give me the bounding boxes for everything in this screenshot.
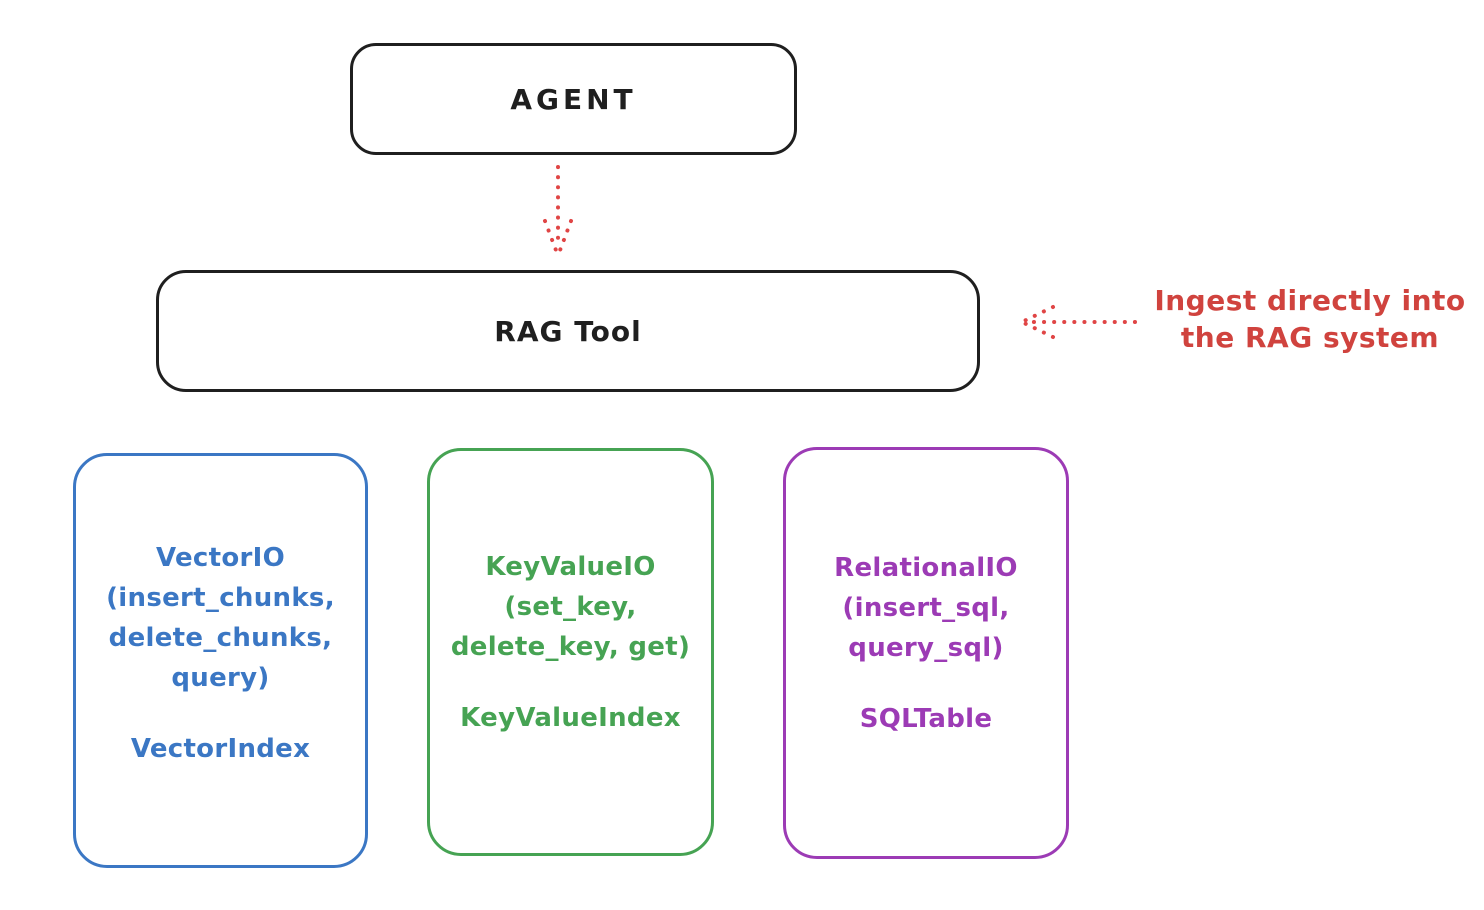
sql-table-label: SQLTable [859,704,993,734]
vector-io-line: delete_chunks, [108,623,333,653]
agent-node: AGENT [350,43,797,155]
vector-io-text: VectorIO (insert_chunks, delete_chunks, … [76,456,365,698]
dotted-arrow-down-icon [543,165,573,255]
rag-tool-label: RAG Tool [494,314,642,348]
relational-io-node: RelationalIO (insert_sql, query_sql) SQL… [783,447,1069,859]
dotted-arrow-left-icon [1022,305,1137,339]
relational-io-line: query_sql) [848,633,1004,663]
ingest-annotation: Ingest directly into the RAG system [1140,282,1480,356]
ingest-annotation-line2: the RAG system [1180,321,1440,354]
keyvalue-io-text: KeyValueIO (set_key, delete_key, get) [430,451,711,667]
relational-io-text: RelationalIO (insert_sql, query_sql) [786,450,1066,668]
vector-io-line: (insert_chunks, [106,583,335,613]
keyvalue-index-label: KeyValueIndex [460,703,681,733]
vector-index-label: VectorIndex [130,734,311,764]
relational-io-line: RelationalIO [834,553,1018,583]
rag-tool-node: RAG Tool [156,270,980,392]
agent-label: AGENT [510,82,637,116]
vector-io-line: VectorIO [155,543,286,573]
keyvalue-io-line: delete_key, get) [450,632,691,662]
keyvalue-io-line: KeyValueIO [485,552,656,582]
keyvalue-io-line: (set_key, [504,592,637,622]
ingest-annotation-line1: Ingest directly into [1154,284,1466,317]
vector-io-node: VectorIO (insert_chunks, delete_chunks, … [73,453,368,868]
relational-io-line: (insert_sql, [842,593,1010,623]
keyvalue-io-node: KeyValueIO (set_key, delete_key, get) Ke… [427,448,714,856]
vector-io-line: query) [171,663,270,693]
